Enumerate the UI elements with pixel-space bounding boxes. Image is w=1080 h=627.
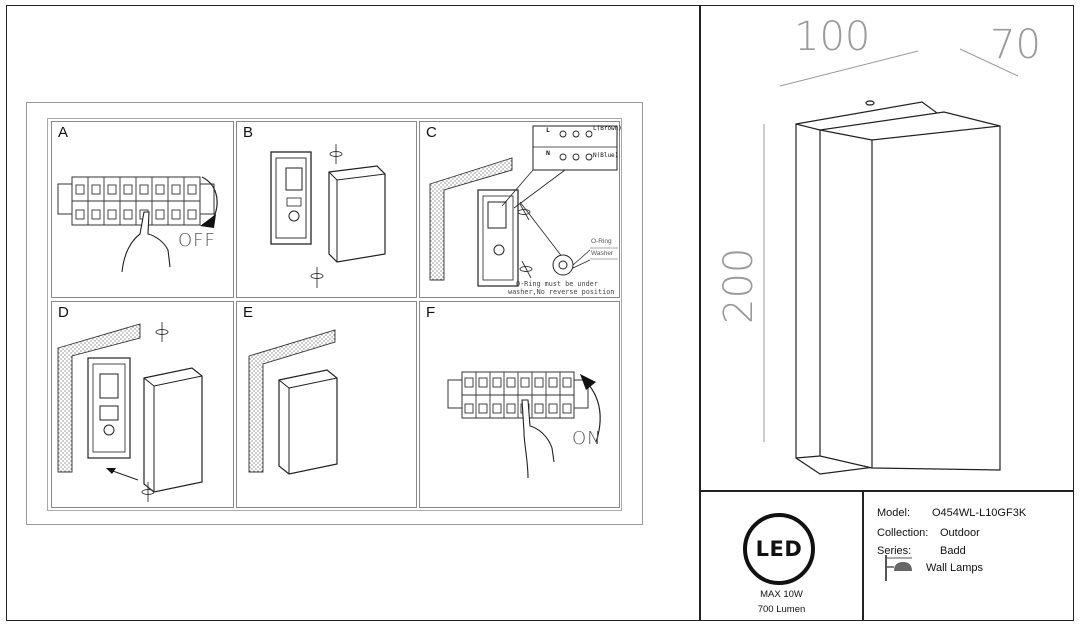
series-label: Series: — [877, 545, 912, 557]
breaker-off-illustration — [57, 176, 218, 273]
on-label: ON — [572, 428, 602, 449]
spec-block: Model: O454WL-L10GF3K Collection: Outdoo… — [864, 491, 1074, 621]
title-block-divider — [862, 490, 864, 621]
wall-lamp-outline — [763, 48, 1019, 475]
drawing-sheet — [6, 5, 1074, 621]
led-info-block: LED MAX 10W 700 Lumen — [701, 491, 862, 621]
step-c-panel: C L N L(Brown) N(Blue) O-Ring Washer — [419, 121, 622, 298]
instruction-panel — [47, 118, 622, 511]
model-label: Model: — [877, 507, 911, 519]
step-e-panel: E — [236, 301, 417, 508]
installed-fixture-illustration — [248, 329, 338, 475]
led-logo-text: LED — [755, 537, 803, 561]
product-dimension-drawing: 100 70 200 — [700, 6, 1074, 490]
series-value: Badd — [940, 545, 966, 557]
step-letter: E — [243, 304, 254, 321]
step-f-panel: F ON — [419, 301, 620, 508]
step-d-panel: D — [51, 301, 234, 508]
sheet-divider-vertical — [699, 5, 701, 621]
sheet-divider-horizontal — [699, 490, 1074, 492]
mount-fixture-illustration — [57, 322, 203, 502]
breaker-on-illustration — [447, 371, 601, 479]
wire-l-label: L — [546, 126, 550, 134]
category-value: Wall Lamps — [926, 562, 984, 574]
step-a-panel: A OFF — [51, 121, 234, 298]
wall-lamp-icon — [885, 555, 912, 581]
step-letter: F — [426, 304, 436, 321]
off-label: OFF — [178, 230, 216, 251]
wire-l-color-label: L(Brown) — [593, 125, 622, 132]
collection-value: Outdoor — [940, 527, 980, 539]
lumen-output: 700 Lumen — [757, 604, 806, 615]
washer-label: Washer — [591, 250, 614, 257]
install-note-line-1: O-Ring must be under — [516, 280, 598, 288]
install-note-line-2: washer,No reverse position — [508, 288, 615, 296]
led-logo: LED — [743, 513, 815, 585]
model-value: O454WL-L10GF3K — [932, 507, 1027, 519]
step-letter: C — [426, 124, 437, 141]
step-b-panel: B — [236, 121, 417, 298]
instruction-panel-frame — [26, 102, 643, 525]
step-letter: A — [58, 124, 69, 141]
wire-n-color-label: N(Blue) — [593, 152, 619, 159]
wire-n-label: N — [546, 149, 550, 157]
max-power: MAX 10W — [760, 589, 803, 600]
depth-dimension: 70 — [990, 22, 1041, 68]
oring-label: O-Ring — [591, 238, 612, 245]
width-dimension: 100 — [794, 14, 871, 60]
height-dimension: 200 — [716, 247, 762, 324]
step-letter: B — [243, 124, 254, 141]
step-letter: D — [58, 304, 69, 321]
mounting-plate-illustration — [270, 144, 386, 288]
collection-label: Collection: — [877, 527, 929, 539]
wiring-illustration — [429, 125, 618, 287]
